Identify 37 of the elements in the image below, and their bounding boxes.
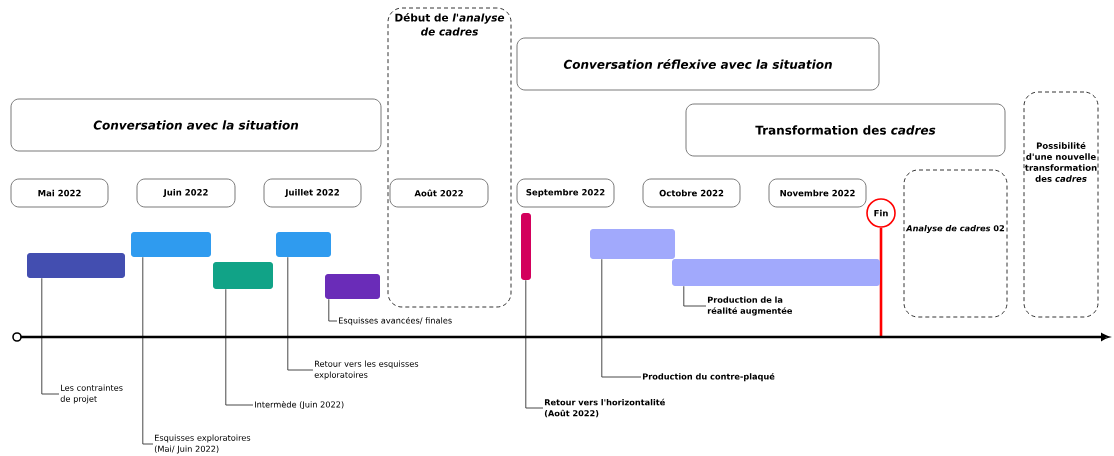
annotation-text: Intermède (Juin 2022) <box>255 400 344 410</box>
annotation-text: Esquisses avancées/ finales <box>339 316 452 326</box>
leader-line <box>41 277 60 395</box>
phase-box: Conversation avec la situation <box>10 98 382 152</box>
annotation-text: Esquisses exploratoires (Mai/ Juin 2022) <box>154 434 251 454</box>
annotation-text: Retour vers l'horizontalité (Août 2022) <box>544 398 665 418</box>
leader-line <box>525 279 544 409</box>
leader-line <box>142 256 154 445</box>
leader-line <box>601 258 642 378</box>
leader-line <box>328 298 338 322</box>
annotation-text: Retour vers les esquisses exploratoires <box>314 360 419 380</box>
phase-box: Transformation des cadres <box>685 103 1006 157</box>
month-box: Octobre 2022 <box>642 178 741 208</box>
annotation-text: Production de la réalité augmentée <box>707 296 792 316</box>
bar <box>27 253 125 278</box>
month-box: Août 2022 <box>389 178 489 208</box>
month-box: Mai 2022 <box>10 178 109 208</box>
bar <box>672 259 880 286</box>
month-box: Novembre 2022 <box>768 178 867 208</box>
bar <box>276 232 331 257</box>
annotation-text: Les contraintes de projet <box>60 384 123 404</box>
leader-line <box>225 288 254 406</box>
frame: Possibilité d'une nouvelle transformation des cadres <box>1023 91 1099 318</box>
month-box: Septembre 2022 <box>516 178 615 208</box>
bar <box>590 229 675 259</box>
phase-box: Conversation réflexive avec la situation <box>516 37 880 91</box>
bar <box>521 213 531 280</box>
leader-line <box>683 285 707 307</box>
bar <box>213 262 273 289</box>
end-line <box>879 227 883 337</box>
annotation-text: Production du contre-plaqué <box>642 372 775 382</box>
month-box: Juin 2022 <box>136 178 236 208</box>
leader-line <box>287 256 314 371</box>
bar <box>131 232 211 257</box>
month-box: Juillet 2022 <box>263 178 362 208</box>
bar <box>325 274 380 299</box>
frame: Analyse de cadres 02 <box>903 169 1008 318</box>
